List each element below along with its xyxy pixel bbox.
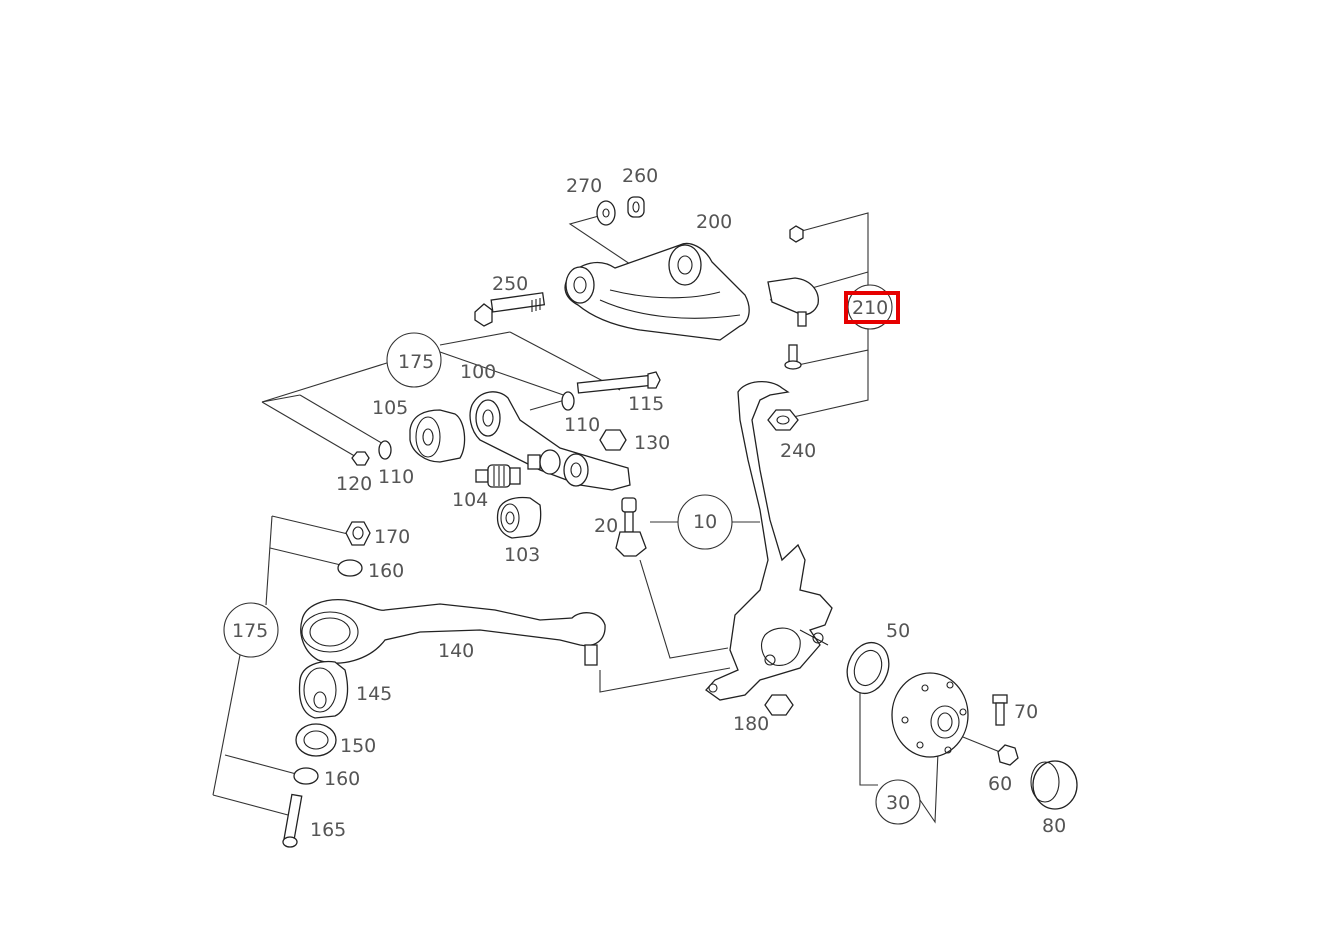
washer-160-lower bbox=[293, 767, 319, 785]
seal-ring-50 bbox=[846, 641, 890, 695]
washer-110-left bbox=[378, 440, 392, 460]
label-170[interactable]: 170 bbox=[374, 526, 410, 548]
label-200[interactable]: 200 bbox=[696, 211, 732, 233]
label-104[interactable]: 104 bbox=[452, 489, 488, 511]
bolt-115 bbox=[576, 371, 661, 394]
label-180[interactable]: 180 bbox=[733, 713, 769, 735]
label-140[interactable]: 140 bbox=[438, 640, 474, 662]
washer-160-upper bbox=[337, 559, 363, 577]
label-145[interactable]: 145 bbox=[356, 683, 392, 705]
callout-circle-30 bbox=[875, 779, 921, 825]
label-103[interactable]: 103 bbox=[504, 544, 540, 566]
label-50[interactable]: 50 bbox=[886, 620, 910, 642]
label-30[interactable]: 30 bbox=[886, 792, 910, 814]
label-20[interactable]: 20 bbox=[594, 515, 618, 537]
ball-joint-20 bbox=[615, 497, 647, 557]
dust-cap-80 bbox=[1030, 760, 1078, 810]
nut-120 bbox=[351, 451, 370, 466]
callout-circle-175-upper bbox=[386, 332, 442, 388]
label-210[interactable]: 210 bbox=[852, 297, 888, 319]
bushing-ring-150 bbox=[295, 723, 337, 757]
callout-circles bbox=[223, 284, 921, 825]
washer-270 bbox=[596, 200, 616, 226]
ball-joint-210 bbox=[767, 225, 819, 370]
label-100[interactable]: 100 bbox=[460, 361, 496, 383]
label-260[interactable]: 260 bbox=[622, 165, 658, 187]
nut-180 bbox=[764, 694, 794, 716]
label-80[interactable]: 80 bbox=[1042, 815, 1066, 837]
label-160-lower[interactable]: 160 bbox=[324, 768, 360, 790]
label-175-lower[interactable]: 175 bbox=[232, 620, 268, 642]
label-120[interactable]: 120 bbox=[336, 473, 372, 495]
upper-control-arm-200 bbox=[564, 242, 750, 341]
nut-130 bbox=[599, 429, 627, 451]
bolt-165 bbox=[282, 793, 303, 848]
label-160-upper[interactable]: 160 bbox=[368, 560, 404, 582]
label-130[interactable]: 130 bbox=[634, 432, 670, 454]
part-labels: 270 260 200 250 210 175 100 105 115 110 … bbox=[232, 165, 1066, 841]
label-175-upper[interactable]: 175 bbox=[398, 351, 434, 373]
label-110-right[interactable]: 110 bbox=[564, 414, 600, 436]
callout-circle-10 bbox=[677, 494, 733, 550]
label-10[interactable]: 10 bbox=[693, 511, 717, 533]
ball-joint-stud bbox=[527, 449, 561, 475]
label-70[interactable]: 70 bbox=[1014, 701, 1038, 723]
label-165[interactable]: 165 bbox=[310, 819, 346, 841]
bushing-105 bbox=[409, 409, 466, 463]
label-270[interactable]: 270 bbox=[566, 175, 602, 197]
label-105[interactable]: 105 bbox=[372, 397, 408, 419]
bushing-260 bbox=[627, 196, 645, 218]
washer-110-right bbox=[561, 391, 575, 411]
label-150[interactable]: 150 bbox=[340, 735, 376, 757]
wheel-hub-30 bbox=[891, 672, 969, 758]
label-110-left[interactable]: 110 bbox=[378, 466, 414, 488]
label-250[interactable]: 250 bbox=[492, 273, 528, 295]
nut-170 bbox=[345, 521, 371, 546]
callout-circle-175-lower bbox=[223, 602, 279, 658]
highlight-box-210 bbox=[844, 291, 900, 324]
bushing-103 bbox=[496, 496, 542, 539]
label-115[interactable]: 115 bbox=[628, 393, 664, 415]
nut-240 bbox=[767, 409, 799, 431]
label-60[interactable]: 60 bbox=[988, 773, 1012, 795]
control-link-100 bbox=[469, 391, 631, 491]
nut-60 bbox=[997, 744, 1019, 766]
ball-joint-104 bbox=[475, 464, 521, 488]
bushing-145 bbox=[298, 660, 349, 719]
label-240[interactable]: 240 bbox=[780, 440, 816, 462]
steering-knuckle-10 bbox=[705, 381, 833, 701]
wheel-bolt-70 bbox=[992, 694, 1008, 726]
leader-lines bbox=[212, 212, 1001, 824]
bolt-250 bbox=[474, 292, 546, 327]
parts bbox=[282, 196, 1078, 848]
